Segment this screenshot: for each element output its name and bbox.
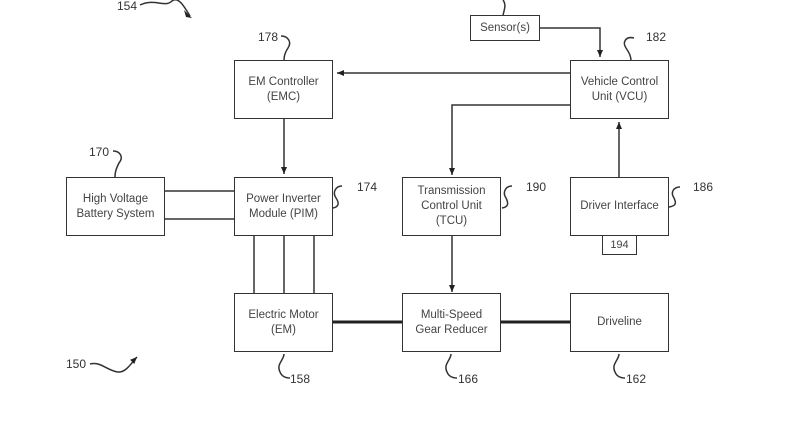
arrow-vcu-to-tcu [449,104,570,175]
driver-interface-block: Driver Interface [570,177,669,236]
leader-162 [613,353,626,379]
driver-interface-subblock: 194 [602,235,637,255]
reducer-label-line2: Gear Reducer [415,323,488,336]
pim-label-line1: Power Inverter [246,192,321,205]
motor-label-line1: Electric Motor [248,308,319,321]
leader-154 [139,0,191,17]
arrow-sensors-to-vcu [539,27,603,57]
emc-label-line1: EM Controller [248,75,319,88]
pim-block: Power Inverter Module (PIM) [234,177,333,236]
subblock-194-label: 194 [610,238,629,251]
tcu-label-line1: Transmission [417,185,486,197]
leader-sensors [502,0,506,16]
motor-label-line2: (EM) [271,323,296,336]
leader-190 [501,185,513,209]
gear-reducer-block: Multi-Speed Gear Reducer [402,293,501,352]
ref-154: 154 [117,0,138,13]
battery-block: High Voltage Battery System [66,177,165,236]
vcu-label-line2: Unit (VCU) [591,90,648,103]
sensors-block: Sensor(s) [470,15,540,41]
vcu-label-line1: Vehicle Control [580,75,659,88]
driver-interface-label: Driver Interface [580,200,659,212]
ref-158: 158 [290,372,311,386]
tcu-label-line2: Control Unit [421,200,482,212]
ref-190: 190 [526,180,547,194]
battery-label-line2: Battery System [76,207,155,220]
electric-motor-block: Electric Motor (EM) [234,293,333,352]
ref-166: 166 [458,372,479,386]
leader-150 [89,356,138,373]
pim-label-line2: Module (PIM) [248,207,319,220]
leader-170 [112,150,122,178]
leader-182 [623,36,635,62]
reducer-label-line1: Multi-Speed [420,308,483,321]
battery-label-line1: High Voltage [82,192,149,205]
leader-178 [280,35,291,63]
leader-186 [668,186,681,208]
arrowhead-154 [184,10,192,18]
ref-162: 162 [626,372,647,386]
ref-150: 150 [66,357,87,371]
tcu-label-line3: (TCU) [435,215,468,227]
sensors-label: Sensor(s) [480,21,530,34]
ref-174: 174 [357,180,378,194]
tcu-block: Transmission Control Unit (TCU) [402,177,501,236]
ref-186: 186 [693,180,714,194]
vcu-block: Vehicle Control Unit (VCU) [570,60,669,119]
ref-170: 170 [89,145,110,159]
emc-block: EM Controller (EMC) [234,60,333,119]
emc-label-line2: (EMC) [266,90,301,103]
leader-158 [278,353,291,379]
leader-174 [332,185,343,209]
driveline-block: Driveline [570,293,669,352]
ref-178: 178 [258,30,279,44]
ref-182: 182 [646,30,667,44]
leader-166 [445,353,458,379]
driveline-label: Driveline [597,316,642,328]
